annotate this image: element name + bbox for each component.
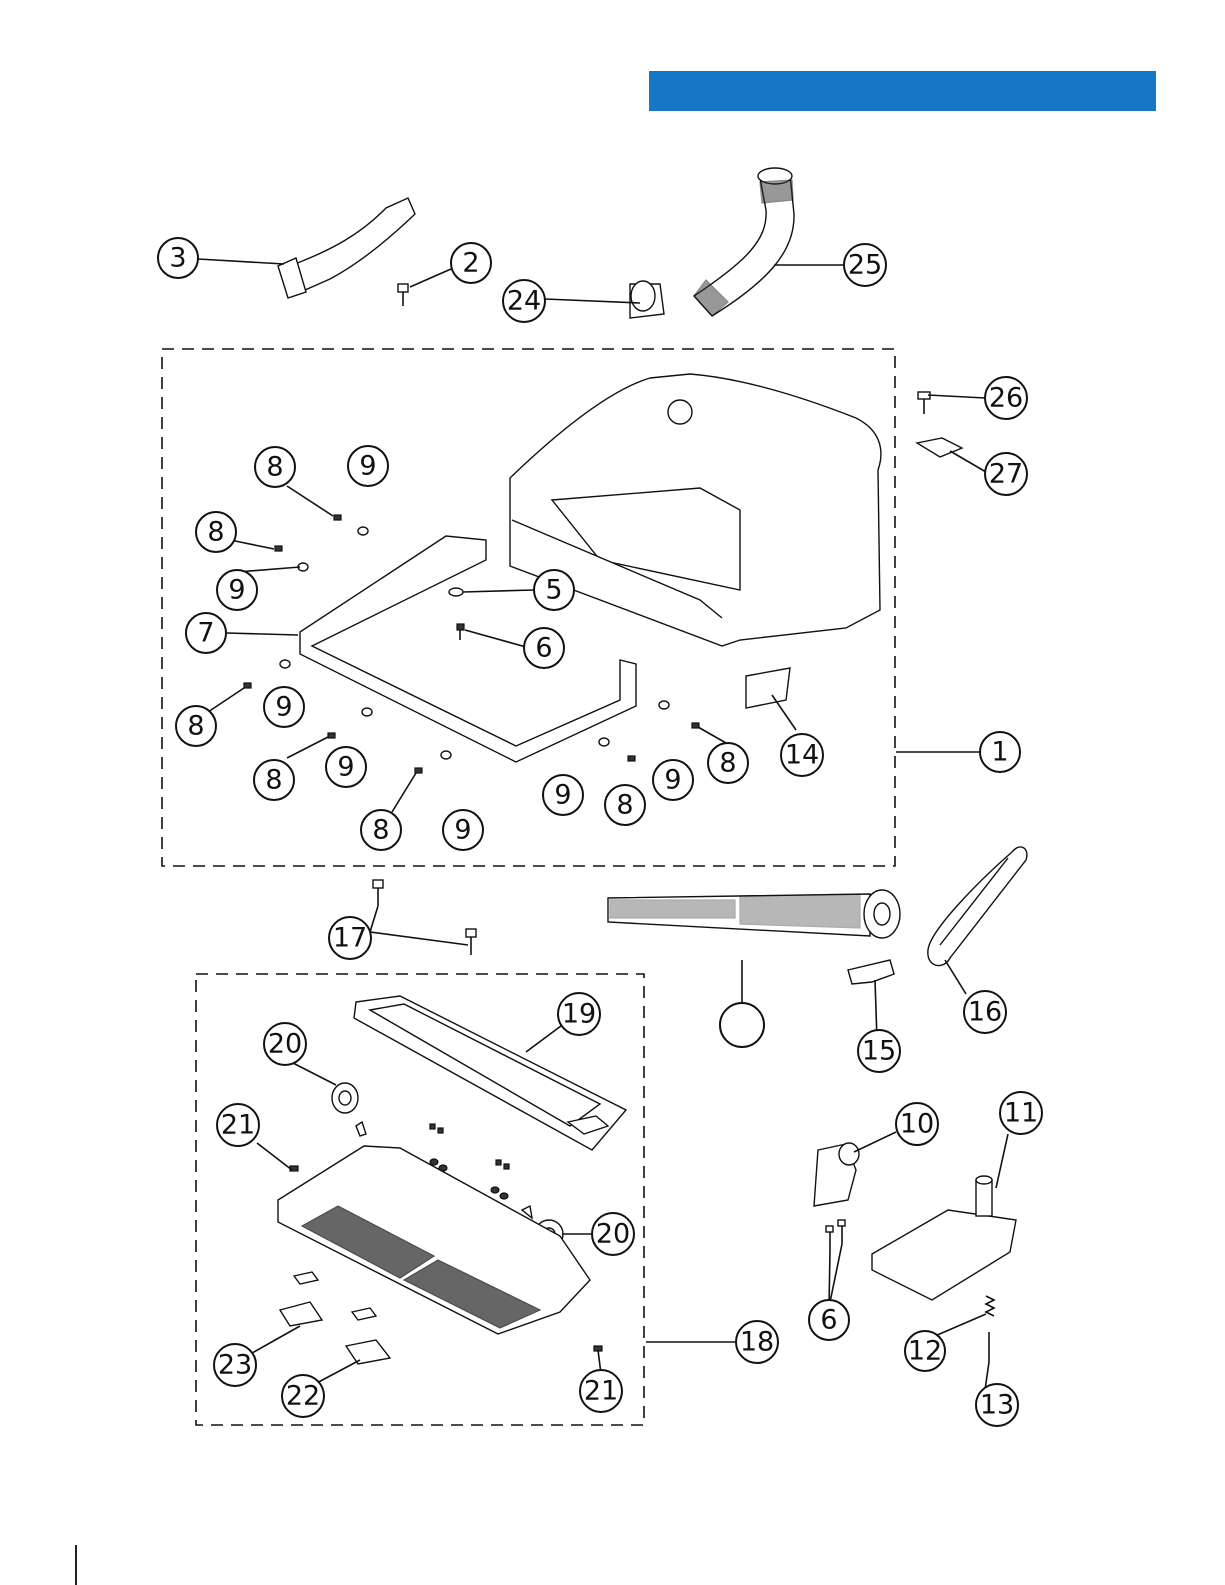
svg-text:15: 15 bbox=[862, 1036, 896, 1067]
svg-text:24: 24 bbox=[507, 286, 541, 317]
callout-8: 8 bbox=[196, 512, 236, 552]
callout-8: 8 bbox=[176, 706, 216, 746]
callout-6: 6 bbox=[524, 628, 564, 668]
part-18-base-pan bbox=[278, 1146, 590, 1334]
svg-text:6: 6 bbox=[820, 1305, 837, 1336]
callout-6: 6 bbox=[809, 1300, 849, 1340]
callout-27: 27 bbox=[985, 453, 1027, 495]
svg-text:2: 2 bbox=[462, 248, 479, 279]
callout-9: 9 bbox=[443, 810, 483, 850]
svg-text:19: 19 bbox=[562, 999, 596, 1030]
callout-24: 24 bbox=[503, 280, 545, 322]
part-14-plate bbox=[746, 668, 790, 708]
svg-text:21: 21 bbox=[584, 1376, 618, 1407]
part-2-screw bbox=[398, 284, 408, 306]
callout-21: 21 bbox=[580, 1370, 622, 1412]
svg-text:9: 9 bbox=[554, 780, 571, 811]
callout-9: 9 bbox=[264, 687, 304, 727]
brushroll bbox=[608, 890, 900, 938]
callout-9: 9 bbox=[543, 775, 583, 815]
callout-11: 11 bbox=[1000, 1092, 1042, 1134]
svg-text:6: 6 bbox=[535, 633, 552, 664]
part-25-curved-hose bbox=[694, 168, 794, 316]
parts-22-23-clips bbox=[280, 1272, 390, 1364]
svg-text:23: 23 bbox=[218, 1350, 252, 1381]
part-15-clip bbox=[848, 960, 894, 984]
callout-9: 9 bbox=[653, 760, 693, 800]
callout-16: 16 bbox=[964, 991, 1006, 1033]
callout-20: 20 bbox=[592, 1213, 634, 1255]
svg-text:9: 9 bbox=[664, 765, 681, 796]
svg-text:22: 22 bbox=[286, 1381, 320, 1412]
svg-text:26: 26 bbox=[989, 383, 1023, 414]
svg-text:1: 1 bbox=[991, 737, 1008, 768]
svg-text:8: 8 bbox=[207, 517, 224, 548]
callout-8: 8 bbox=[605, 785, 645, 825]
svg-text:21: 21 bbox=[221, 1110, 255, 1141]
callout-8: 8 bbox=[254, 760, 294, 800]
svg-text:16: 16 bbox=[968, 997, 1002, 1028]
callout-8: 8 bbox=[255, 447, 295, 487]
svg-text:14: 14 bbox=[785, 740, 819, 771]
svg-text:8: 8 bbox=[616, 790, 633, 821]
callout-9: 9 bbox=[348, 446, 388, 486]
svg-text:8: 8 bbox=[372, 815, 389, 846]
svg-text:8: 8 bbox=[266, 452, 283, 483]
callout-3: 3 bbox=[158, 238, 198, 278]
callout-13: 13 bbox=[976, 1384, 1018, 1426]
callout-22: 22 bbox=[282, 1375, 324, 1417]
part-10-bracket bbox=[814, 1143, 859, 1206]
svg-text:9: 9 bbox=[275, 692, 292, 723]
callout-1: 1 bbox=[980, 732, 1020, 772]
callout-15: 15 bbox=[858, 1030, 900, 1072]
svg-text:10: 10 bbox=[900, 1109, 934, 1140]
callout-26: 26 bbox=[985, 377, 1027, 419]
svg-text:5: 5 bbox=[545, 575, 562, 606]
part-12-spring bbox=[986, 1296, 994, 1316]
callout-25: 25 bbox=[844, 244, 886, 286]
callout-20: 20 bbox=[264, 1023, 306, 1065]
svg-text:20: 20 bbox=[596, 1219, 630, 1250]
callout-7: 7 bbox=[186, 613, 226, 653]
svg-text:9: 9 bbox=[337, 752, 354, 783]
svg-text:9: 9 bbox=[228, 575, 245, 606]
part-3-tube bbox=[278, 198, 415, 298]
callout-9: 9 bbox=[326, 747, 366, 787]
callout-9: 9 bbox=[217, 570, 257, 610]
callout-8: 8 bbox=[708, 743, 748, 783]
svg-text:17: 17 bbox=[333, 923, 367, 954]
svg-text:11: 11 bbox=[1004, 1098, 1038, 1129]
callout-14: 14 bbox=[781, 734, 823, 776]
svg-text:9: 9 bbox=[454, 815, 471, 846]
svg-text:12: 12 bbox=[908, 1336, 942, 1367]
svg-text:9: 9 bbox=[359, 451, 376, 482]
svg-text:3: 3 bbox=[169, 243, 186, 274]
part-11-tray bbox=[872, 1176, 1016, 1300]
part-6-screw-upper bbox=[457, 624, 464, 640]
callout-2: 2 bbox=[451, 243, 491, 283]
callout-17: 17 bbox=[329, 917, 371, 959]
svg-text:8: 8 bbox=[265, 765, 282, 796]
callout-5: 5 bbox=[534, 570, 574, 610]
callout-21: 21 bbox=[217, 1104, 259, 1146]
svg-text:20: 20 bbox=[268, 1029, 302, 1060]
callout-18: 18 bbox=[736, 1321, 778, 1363]
callout-23: 23 bbox=[214, 1344, 256, 1386]
svg-text:8: 8 bbox=[719, 748, 736, 779]
svg-text:18: 18 bbox=[740, 1327, 774, 1358]
callout-19: 19 bbox=[558, 993, 600, 1035]
svg-text:27: 27 bbox=[989, 459, 1023, 490]
svg-text:25: 25 bbox=[848, 250, 882, 281]
svg-text:8: 8 bbox=[187, 711, 204, 742]
part-5-washer bbox=[449, 588, 463, 596]
callout-blank bbox=[720, 1003, 764, 1047]
svg-text:13: 13 bbox=[980, 1390, 1014, 1421]
callout-12: 12 bbox=[905, 1331, 945, 1371]
part-24-hose-connector bbox=[630, 281, 664, 318]
svg-text:7: 7 bbox=[197, 618, 214, 649]
callout-8: 8 bbox=[361, 810, 401, 850]
part-16-belt bbox=[928, 847, 1027, 966]
callout-10: 10 bbox=[896, 1103, 938, 1145]
